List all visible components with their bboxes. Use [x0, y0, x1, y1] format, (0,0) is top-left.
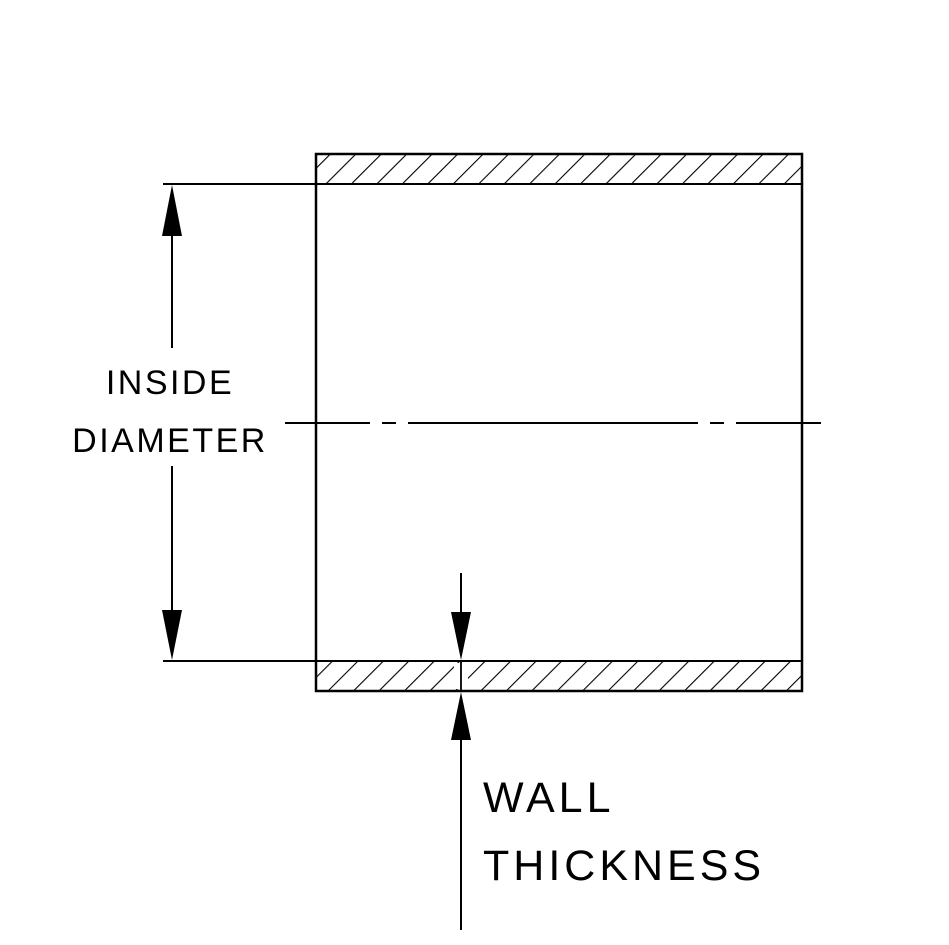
arrow-down-icon [451, 612, 471, 660]
wall-thickness-dimension: WALL THICKNESS [451, 573, 765, 930]
arrow-up-icon [451, 692, 471, 740]
tube-bottom-wall-hatch [315, 660, 803, 692]
tube-top-wall-hatch [315, 153, 803, 185]
arrow-down-icon [162, 610, 182, 660]
wall-thickness-label-line2: THICKNESS [483, 842, 765, 890]
wall-thickness-label-line1: WALL [483, 774, 615, 822]
arrow-up-icon [162, 185, 182, 236]
inside-diameter-label-line2: DIAMETER [72, 422, 268, 460]
inside-diameter-dimension: INSIDE DIAMETER [72, 183, 316, 662]
inside-diameter-label-line1: INSIDE [106, 364, 234, 402]
